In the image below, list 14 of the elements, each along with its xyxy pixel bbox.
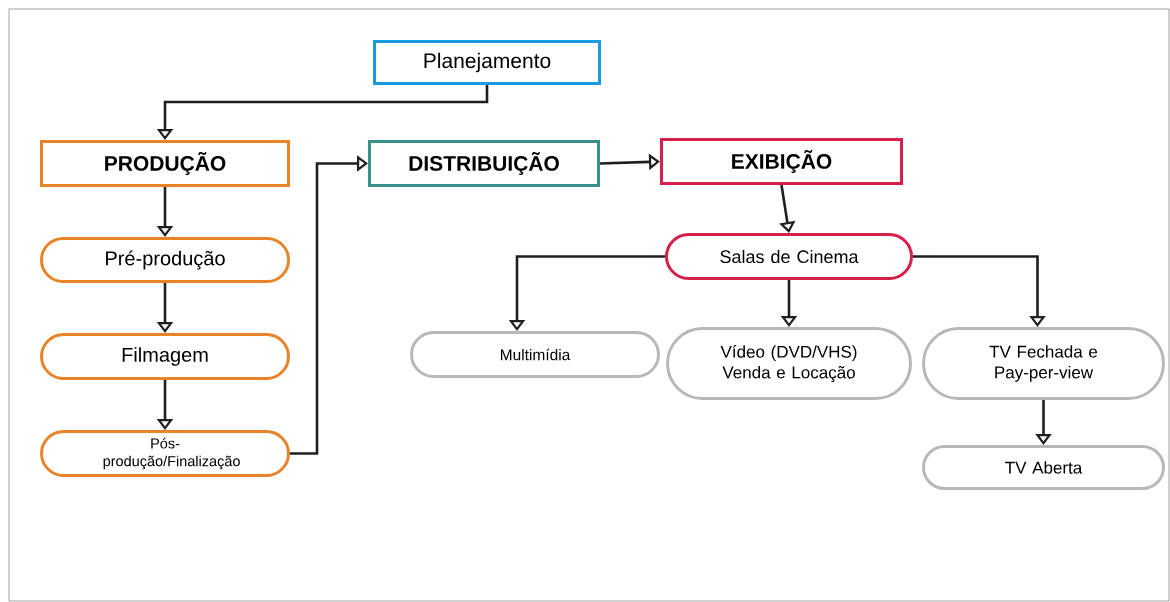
stage-box: DISTRIBUIÇÃO [368, 140, 600, 187]
step-pill: Pré-produção [40, 237, 290, 283]
arrow [290, 155, 368, 455]
process-box: Planejamento [373, 40, 601, 85]
outlet-pill: Multimídia [410, 331, 660, 378]
outlet-pill: Vídeo (DVD/VHS) Venda e Locação [666, 327, 912, 400]
step-pill: Salas de Cinema [665, 233, 913, 280]
outlet-pill: TV Aberta [922, 445, 1165, 490]
stage-box: EXIBIÇÃO [660, 138, 903, 185]
outlet-pill: TV Fechada e Pay-per-view [922, 327, 1165, 400]
stage-box: PRODUÇÃO [40, 140, 290, 187]
arrow [913, 255, 1046, 327]
step-pill: Filmagem [40, 333, 290, 380]
step-pill: Pós-produção/Finalização [40, 430, 290, 477]
